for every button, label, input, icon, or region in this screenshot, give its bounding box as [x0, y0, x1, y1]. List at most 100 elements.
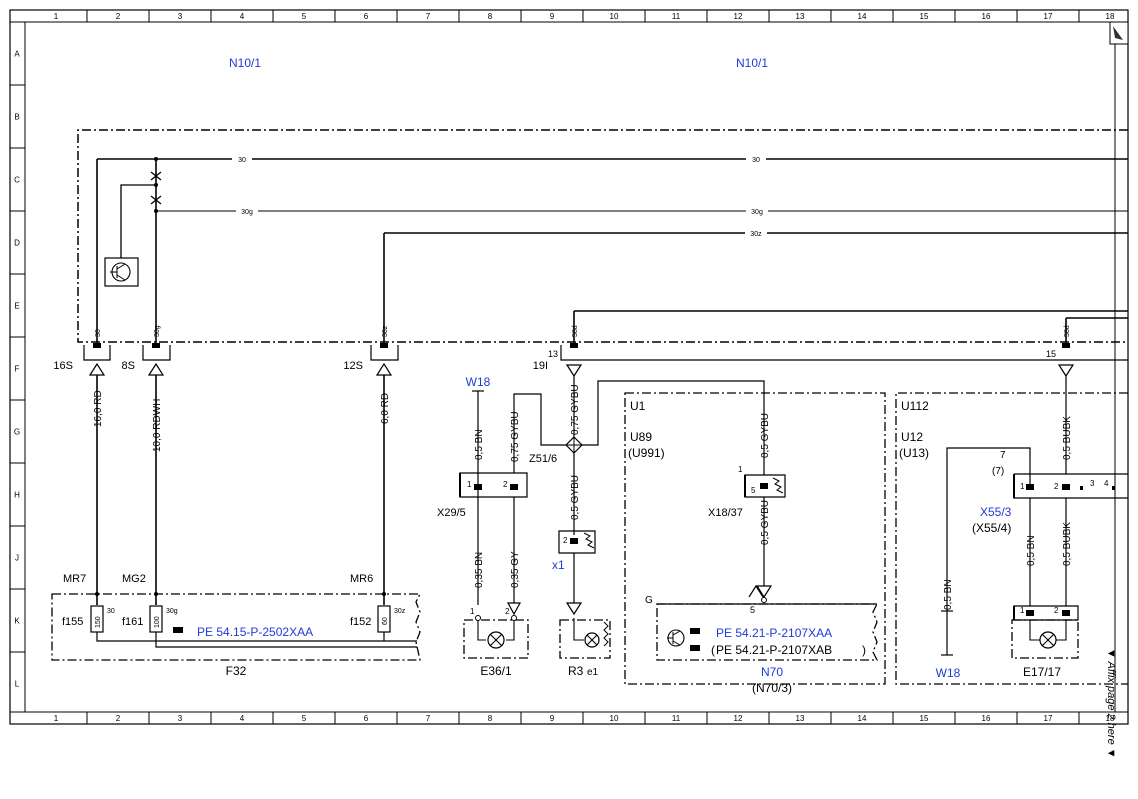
pin-label: 30g [154, 325, 161, 337]
component-label: Z51/6 [529, 453, 557, 465]
wire-label: 0,5 GYBU [570, 475, 581, 520]
control-unit-n70 [656, 603, 879, 661]
pin-number: 13 [548, 349, 558, 359]
connector-label: X55/3 [980, 505, 1012, 519]
grid-column-label: 10 [610, 12, 619, 21]
reference-link[interactable]: PE 54.21-P-2107XAB [716, 643, 832, 657]
grid-column-label: 13 [796, 12, 805, 21]
component-label: E17/17 [1023, 665, 1061, 679]
bus-label: 30z [750, 231, 762, 238]
grid-column-label: 15 [920, 12, 929, 21]
relay-transistor-icon [104, 257, 139, 287]
fuse-terminal: 30 [107, 608, 115, 615]
grid-column-label: 14 [858, 12, 867, 21]
wire-label: 0,35 BN [474, 552, 485, 588]
wire-label: 0,75 GYBU [510, 411, 521, 462]
wire-label: 0,5 BUBK [1062, 416, 1073, 460]
grid-row-label: H [14, 491, 20, 500]
outer-frame [9, 9, 1129, 725]
grid-column-label: 1 [54, 714, 59, 723]
bus-label: 30 [238, 157, 246, 164]
grid-row-label: F [15, 365, 20, 374]
fuse-label: f152 [350, 616, 371, 628]
component-label: X29/5 [437, 507, 466, 519]
reference-hand-icon [690, 643, 700, 651]
grid-row-label: K [14, 617, 20, 626]
pin-number: 2 [503, 480, 508, 489]
grid-column-label: 9 [550, 12, 555, 21]
reference-link[interactable]: PE 54.15-P-2502XAA [197, 625, 313, 639]
module-title: N10/1 [229, 56, 261, 70]
grid-column-label: 12 [734, 12, 743, 21]
pin-number: 3 [1090, 479, 1095, 488]
fuse-box-f32 [51, 593, 422, 661]
connector-x1 [558, 530, 596, 554]
variant-label: (U991) [628, 446, 665, 460]
grid-row-label: J [15, 554, 19, 563]
pin-number: 2 [1054, 606, 1059, 615]
ground-label: W18 [466, 375, 491, 389]
connector-label: (X55/4) [972, 521, 1011, 535]
grid-column-label: 6 [364, 714, 369, 723]
component-label: (N70/3) [752, 681, 792, 695]
grid-column-label: 14 [858, 714, 867, 723]
grid-column-label: 4 [240, 714, 245, 723]
grid-row-label: G [14, 428, 20, 437]
reference-link[interactable]: PE 54.21-P-2107XAA [716, 626, 832, 640]
grid-column-label: 8 [488, 714, 493, 723]
grid-row-label: D [14, 239, 20, 248]
wire-label: 0,5 BN [474, 429, 485, 460]
bus-label: 30g [751, 209, 763, 216]
wire-label: 0,5 BN [943, 579, 954, 610]
grid-column-label: 17 [1044, 714, 1053, 723]
module-title: N10/1 [736, 56, 768, 70]
pin-number: 1 [470, 607, 475, 616]
component-sublabel: e1 [587, 667, 599, 678]
fuse-rating: 150 [95, 616, 102, 628]
grid-column-label: 7 [426, 12, 431, 21]
connector-label: 16S [53, 360, 73, 372]
svg-text:(: ( [711, 643, 715, 657]
wire-label: 6,0 RD [380, 393, 391, 424]
component-label: F32 [226, 664, 247, 678]
wire-label: 0,5 GYBU [760, 500, 771, 545]
grid-column-label: 16 [982, 12, 991, 21]
pin-label: G [645, 595, 653, 606]
grid-column-label: 4 [240, 12, 245, 21]
fuse-rating: 60 [382, 617, 389, 625]
grid-row-label: E [14, 302, 19, 311]
grid-column-label: 6 [364, 12, 369, 21]
variant-label: U1 [630, 399, 646, 413]
variant-label: U89 [630, 430, 652, 444]
grid-column-label: 3 [178, 12, 183, 21]
wire-label: 0,5 GYBU [760, 413, 771, 458]
variant-block-u112 [895, 392, 1128, 685]
pin-number: 2 [1054, 482, 1059, 491]
fuse-terminal: 30z [394, 608, 406, 615]
bus-label: 30 [752, 157, 760, 164]
component-label: E36/1 [480, 664, 512, 678]
pin-number: (7) [992, 466, 1004, 477]
variant-label: U112 [901, 399, 929, 413]
grid-column-label: 12 [734, 714, 743, 723]
grid-column-label: 11 [672, 12, 681, 21]
connector-label: MG2 [122, 573, 146, 585]
fuse-label: f155 [62, 616, 83, 628]
connector-label: MR6 [350, 573, 373, 585]
connector-label: MR7 [63, 573, 86, 585]
fuse-terminal: 30g [166, 608, 178, 615]
lamp-r3 [559, 619, 611, 659]
pin-number: 1 [467, 480, 472, 489]
pin-number: 15 [1046, 349, 1056, 359]
pin-number: 4 [1104, 479, 1109, 488]
component-label: N70 [761, 665, 783, 679]
grid-column-label: 8 [488, 12, 493, 21]
connector-label: 12S [343, 360, 363, 372]
svg-text:): ) [862, 643, 866, 657]
pin-number: 1 [1020, 606, 1025, 615]
connector-label: 8S [122, 360, 135, 372]
pin-label: 58d [572, 325, 579, 337]
pin-number: 2 [563, 536, 568, 545]
connector-label: x1 [552, 558, 565, 572]
